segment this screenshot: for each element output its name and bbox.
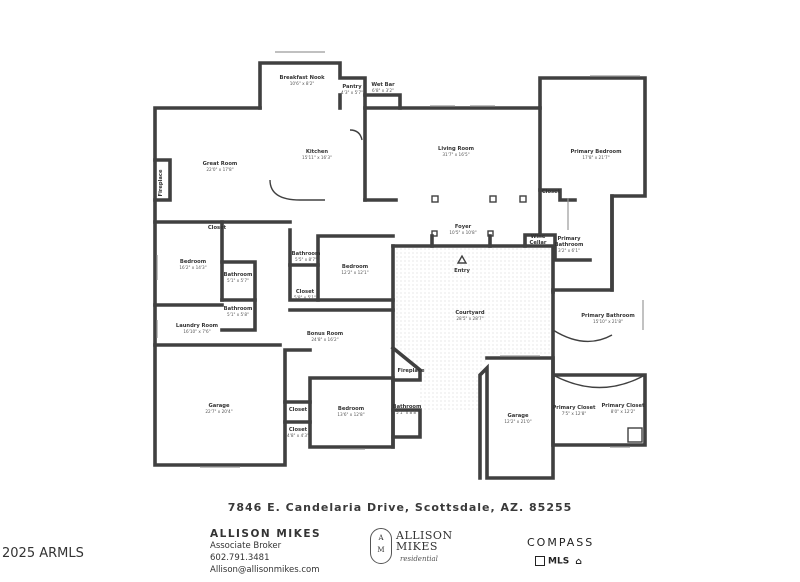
monogram-bottom: M [377, 546, 385, 554]
floor-plan [153, 51, 647, 480]
mls-badges: MLS ⌂ [535, 556, 582, 567]
mls-label: MLS [548, 556, 570, 567]
windows [156, 51, 644, 468]
brand-line-1: ALLISON [396, 529, 453, 542]
room-entry: Entry [454, 268, 470, 274]
agent-name: ALLISON MIKES [210, 528, 322, 540]
property-address: 7846 E. Candelaria Drive, Scottsdale, AZ… [227, 501, 573, 514]
room-fireplace-2: Fireplace [397, 368, 425, 374]
exterior-walls [153, 61, 647, 480]
brand-line-2: MIKES [396, 540, 438, 553]
room-fireplace-1: Fireplace [158, 169, 165, 197]
courtyard-paving [393, 246, 553, 410]
room-wine-cellar: Wine Cellar [529, 234, 547, 246]
room-closet-1: Closet [207, 225, 227, 231]
brand-logo: A M ALLISON MIKES residential [370, 524, 453, 570]
brokerage-logo: COMPASS [527, 536, 595, 549]
copyright-text: 2025 ARMLS [2, 546, 84, 561]
interior-walls [153, 93, 592, 424]
brand-script: residential [400, 555, 438, 563]
agent-email[interactable]: Allison@allisonmikes.com [210, 565, 320, 575]
monogram-top: A [378, 534, 384, 542]
brand-wordmark: ALLISON MIKES [396, 530, 453, 552]
fixtures [269, 129, 646, 443]
realtor-icon [535, 556, 545, 566]
equal-housing-icon: ⌂ [575, 556, 582, 567]
monogram-icon: A M [370, 528, 392, 564]
agent-phone: 602.791.3481 [210, 553, 270, 563]
room-closet-pb: Closet [541, 189, 561, 195]
room-closet-3: Closet [288, 407, 308, 413]
agent-title: Associate Broker [210, 541, 282, 551]
agent-contact: ALLISON MIKES Associate Broker 602.791.3… [210, 528, 321, 576]
